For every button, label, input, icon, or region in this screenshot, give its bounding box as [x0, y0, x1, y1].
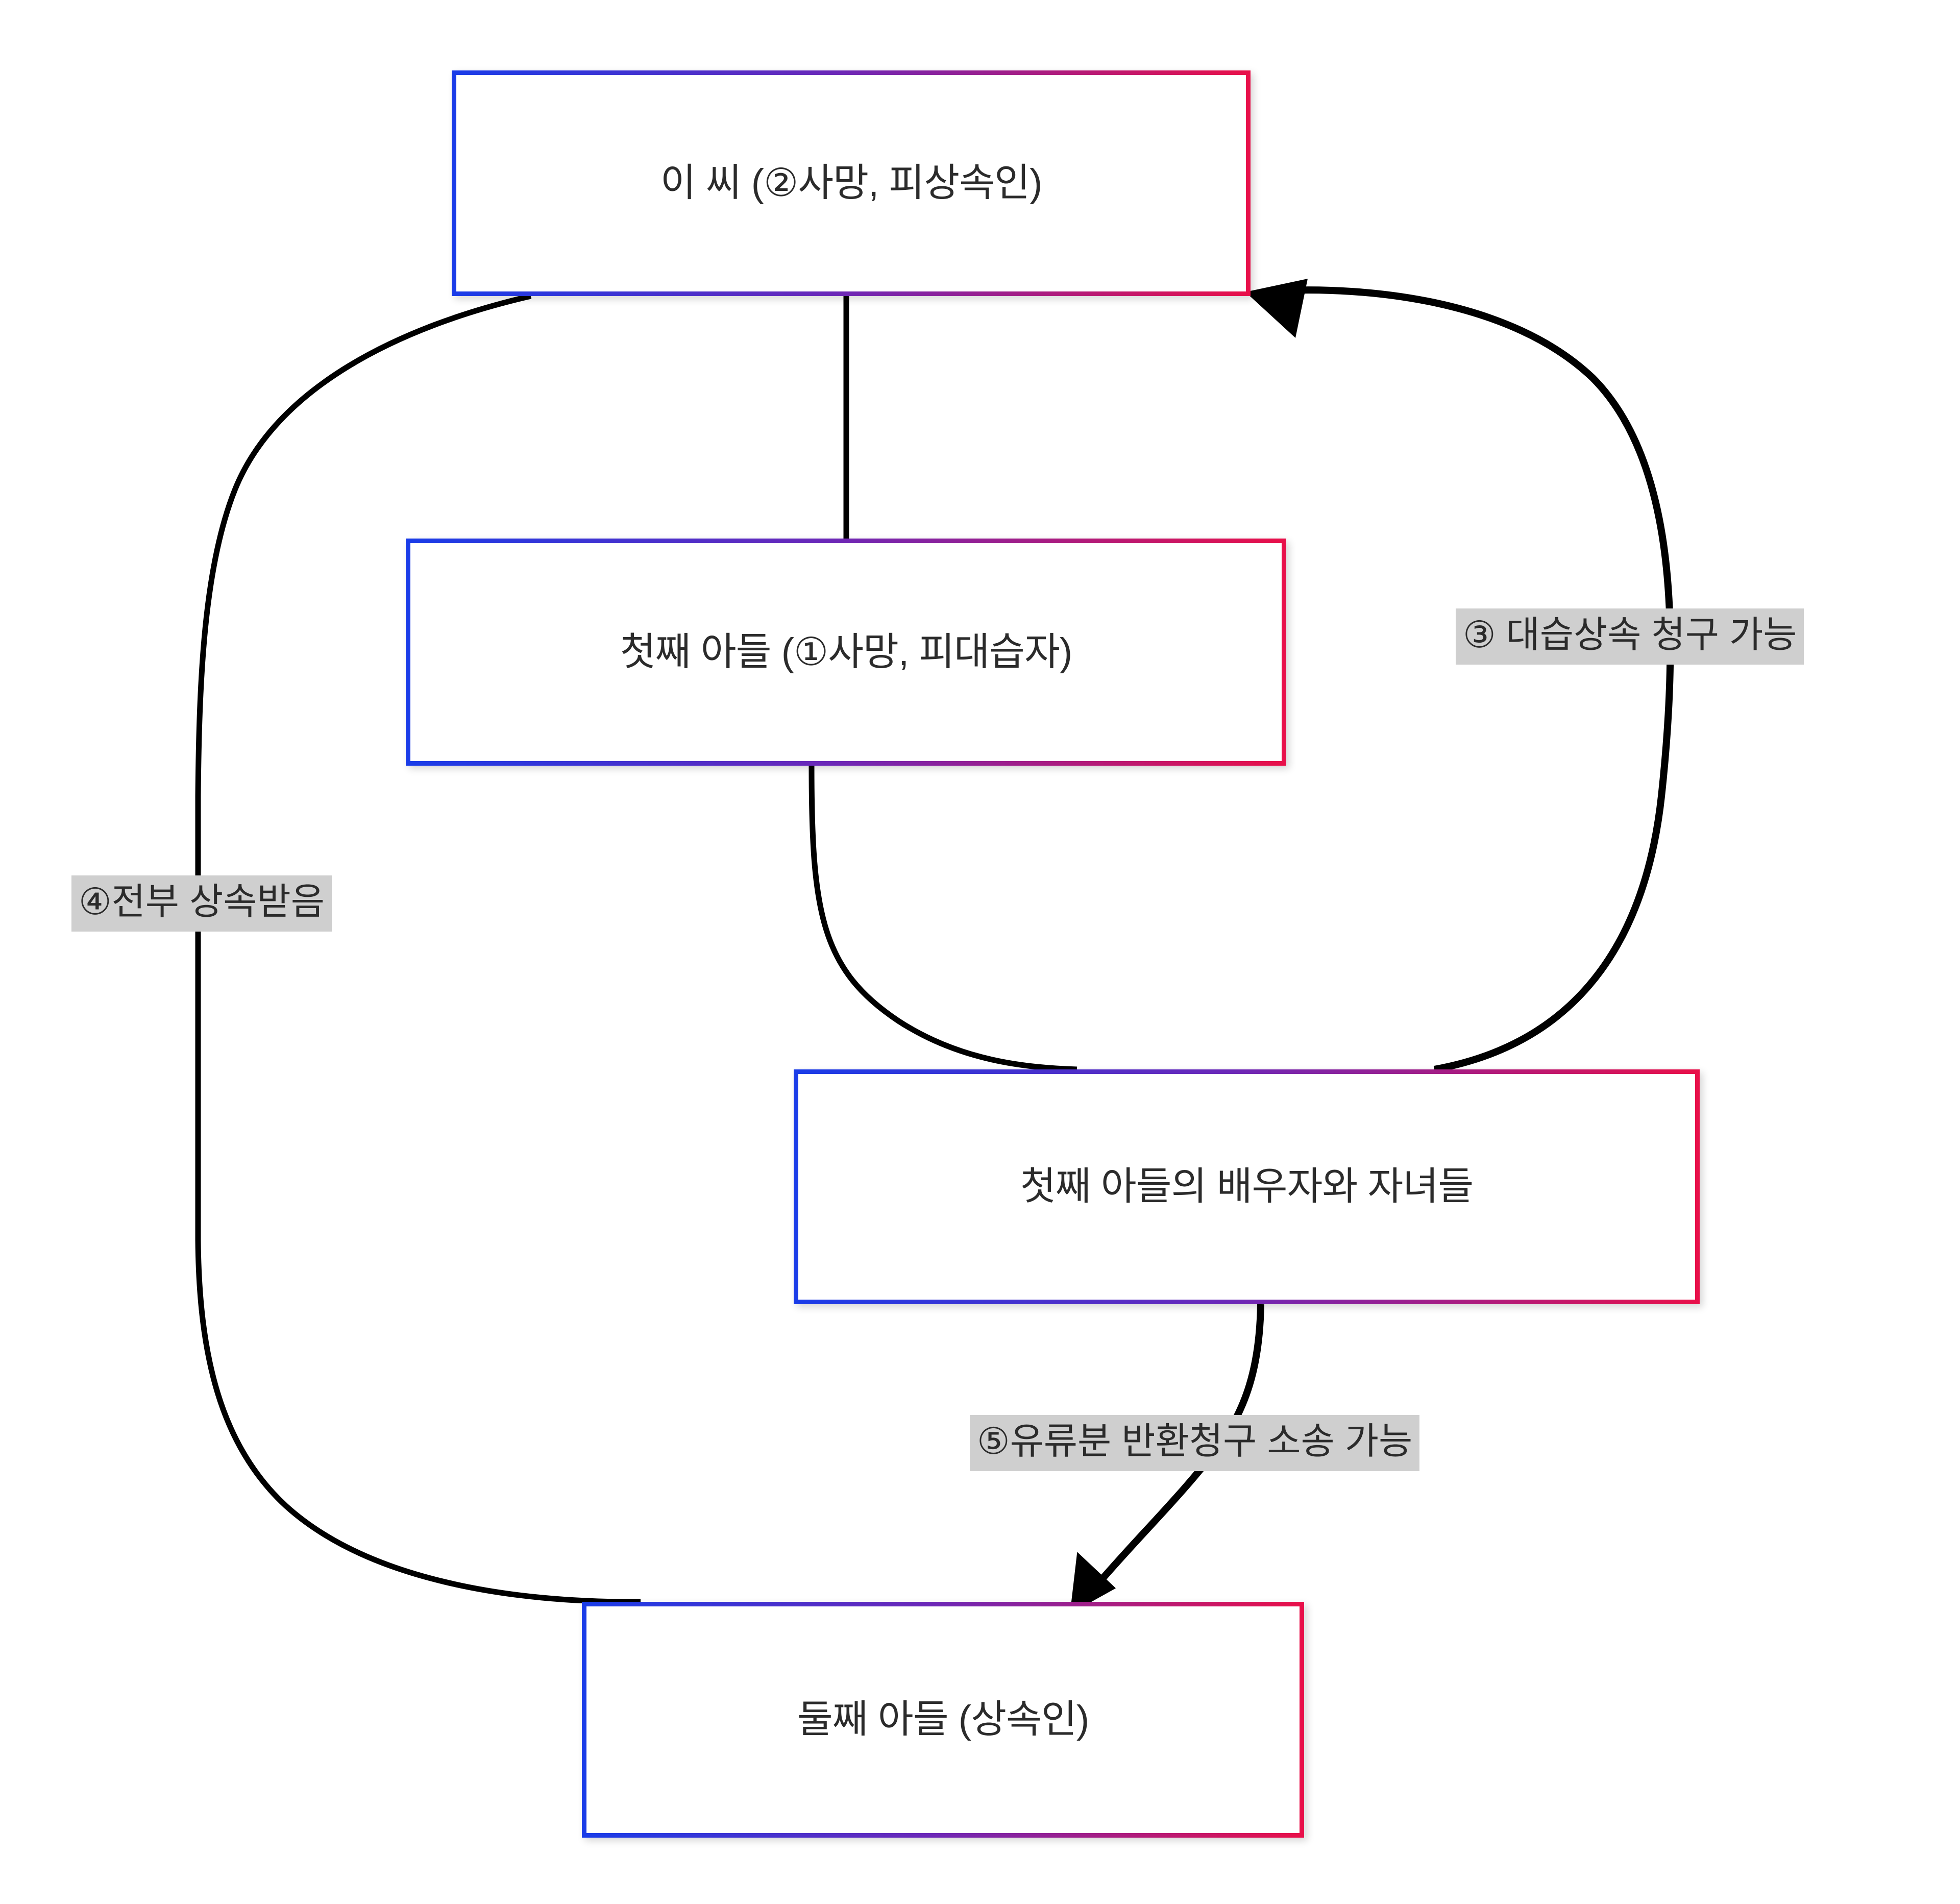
- edge-n1-n4: [195, 293, 641, 1605]
- node-label: 이 씨 (②사망, 피상속인): [660, 161, 1043, 205]
- edge-label-full-inheritance: ④전부 상속받음: [71, 875, 332, 932]
- node-decedent-lee[interactable]: 이 씨 (②사망, 피상속인): [452, 70, 1251, 296]
- node-label: 둘째 아들 (상속인): [797, 1698, 1089, 1742]
- node-label: 첫째 아들 (①사망, 피대습자): [620, 630, 1072, 674]
- arrowhead-to-n1: [1245, 279, 1308, 338]
- node-label: 첫째 아들의 배우자와 자녀들: [1020, 1165, 1474, 1209]
- edge-label-legal-reserve-claim-lawsuit: ⑤유류분 반환청구 소송 가능: [970, 1415, 1420, 1471]
- edge-n2-n3: [808, 765, 1077, 1072]
- node-second-son[interactable]: 둘째 아들 (상속인): [582, 1602, 1304, 1838]
- edge-label-substitute-inheritance-claim: ③ 대습상속 청구 가능: [1456, 608, 1804, 665]
- node-first-son-spouse-and-children[interactable]: 첫째 아들의 배우자와 자녀들: [794, 1069, 1700, 1304]
- node-first-son[interactable]: 첫째 아들 (①사망, 피대습자): [406, 539, 1286, 766]
- arrowhead-to-n4: [1070, 1552, 1116, 1614]
- edge-n3-n1: [1273, 286, 1674, 1073]
